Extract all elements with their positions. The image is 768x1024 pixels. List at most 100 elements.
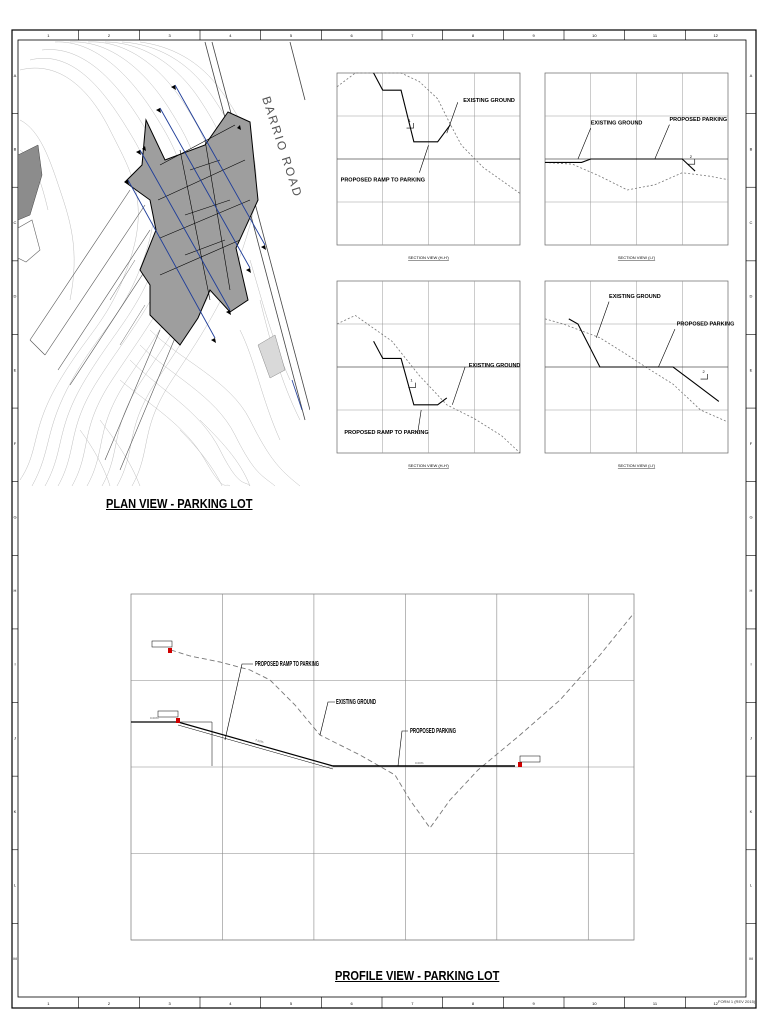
profile-view: PROPOSED RAMP TO PARKING EXISTING GROUND… (130, 593, 635, 941)
grid-column-label: 8 (472, 33, 475, 38)
grid-row-label: L (750, 883, 753, 888)
section-leader-line (654, 124, 670, 160)
section-caption: SECTION VIEW (H-H') (408, 255, 449, 260)
section-view-1: 1 EXISTING GROUND PROPOSED RAMP TO PARKING… (336, 72, 521, 260)
form-code: FORM 1 (REV 2015) (718, 999, 756, 1004)
grid-row-label: F (750, 441, 753, 446)
grid-column-label: 1 (47, 1001, 50, 1006)
profile-station-tags (151, 640, 541, 763)
section-view-3: 1 EXISTING GROUND PROPOSED RAMP TO PARKING… (336, 280, 521, 468)
slope-symbol (700, 374, 708, 380)
section-cut-lines (127, 84, 266, 339)
grid-row-label: G (749, 515, 752, 520)
grid-column-label: 7 (411, 1001, 414, 1006)
grid-row-label: L (14, 883, 17, 888)
plan-view-title: PLAN VIEW - PARKING LOT (106, 496, 253, 511)
slope-ratio: 1 (410, 378, 413, 383)
grid-column-label: 7 (411, 33, 414, 38)
section-label: PROPOSED PARKING (677, 322, 735, 328)
section-proposed-grade (373, 340, 448, 406)
grid-row-label: C (750, 220, 753, 225)
grid-column-label: 5 (290, 1001, 293, 1006)
section-label: PROPOSED PARKING (669, 117, 727, 123)
plan-dimension-lines (109, 259, 146, 346)
section-label: EXISTING GROUND (609, 294, 661, 300)
grid-row-label: K (14, 809, 17, 814)
section-cut-markers (124, 85, 266, 343)
grid-row-label: E (750, 367, 753, 372)
grid-column-label: 4 (229, 33, 232, 38)
section-existing-ground (336, 72, 521, 194)
grid-row-label: B (14, 146, 17, 151)
profile-existing-ground (170, 612, 635, 829)
profile-grade-start: 0.00% (150, 716, 159, 720)
road-label: BARRIO ROAD (259, 95, 305, 200)
grid-column-label: 2 (108, 1001, 111, 1006)
section-existing-ground (544, 318, 729, 423)
grid-column-label: 9 (533, 33, 536, 38)
slope-symbol (406, 123, 414, 129)
existing-building (18, 219, 41, 263)
slope-ratio: 2 (703, 369, 706, 374)
proposed-parking-area (124, 111, 259, 346)
profile-label-parking: PROPOSED PARKING (410, 728, 456, 735)
parking-stall-lines (157, 124, 251, 301)
grid-row-label: A (750, 73, 753, 78)
section-label: PROPOSED RAMP TO PARKING (341, 177, 425, 183)
grid-row-label: B (750, 146, 753, 151)
section-label: EXISTING GROUND (463, 98, 515, 104)
grid-column-label: 11 (653, 1001, 658, 1006)
sheet-grid-ticks (12, 30, 756, 1008)
section-label: EXISTING GROUND (591, 121, 643, 127)
section-caption: SECTION VIEW (I-I') (618, 255, 656, 260)
grid-row-label: J (14, 735, 16, 740)
grid-row-label: M (749, 956, 752, 961)
profile-label-ramp: PROPOSED RAMP TO PARKING (255, 661, 319, 668)
slope-ratio: 1 (409, 118, 412, 123)
grid-column-label: 2 (108, 33, 111, 38)
grid-column-label: 3 (169, 33, 172, 38)
section-leader-line (417, 409, 422, 435)
grid-row-label: F (14, 441, 17, 446)
profile-grade-ramp: 7.60% (255, 738, 265, 744)
slope-ratio: 2 (690, 154, 693, 159)
grid-row-label: H (750, 588, 753, 593)
section-proposed-grade (545, 158, 696, 172)
profile-view-title: PROFILE VIEW - PARKING LOT (335, 968, 500, 983)
profile-station-markers (168, 648, 522, 767)
profile-proposed-ramp (131, 721, 334, 770)
grid-column-label: 5 (290, 33, 293, 38)
access-drive (29, 189, 176, 471)
existing-structure-hatch (18, 144, 43, 221)
section-view-2: 2 EXISTING GROUND PROPOSED PARKING SECTION … (544, 72, 729, 260)
slope-symbol (408, 382, 416, 388)
grid-column-label: 3 (169, 1001, 172, 1006)
section-label: EXISTING GROUND (469, 363, 521, 369)
grid-column-label: 1 (47, 33, 50, 38)
grid-row-label: G (13, 515, 16, 520)
grid-column-label: 11 (653, 33, 658, 38)
road-edges (204, 41, 310, 421)
grid-row-label: H (14, 588, 17, 593)
grid-row-label: A (14, 73, 17, 78)
plan-view: BARRIO ROAD (18, 41, 310, 487)
profile-leader-lines (224, 663, 408, 767)
profile-grade-flat: 0.00% (415, 761, 424, 765)
grid-row-label: D (14, 294, 17, 299)
grid-row-label: M (13, 956, 16, 961)
section-proposed-grade (568, 318, 720, 402)
sheet-outer-border (11, 29, 757, 1009)
grid-row-label: K (750, 809, 753, 814)
section-label: PROPOSED RAMP TO PARKING (344, 430, 428, 436)
section-leader-line (595, 301, 610, 338)
grid-row-label: E (14, 367, 17, 372)
grid-column-label: 6 (351, 33, 354, 38)
section-leader-line (446, 102, 459, 134)
grid-column-label: 4 (229, 1001, 232, 1006)
section-leader-line (419, 145, 429, 173)
grid-column-label: 12 (713, 1001, 718, 1006)
section-proposed-grade (373, 72, 451, 143)
